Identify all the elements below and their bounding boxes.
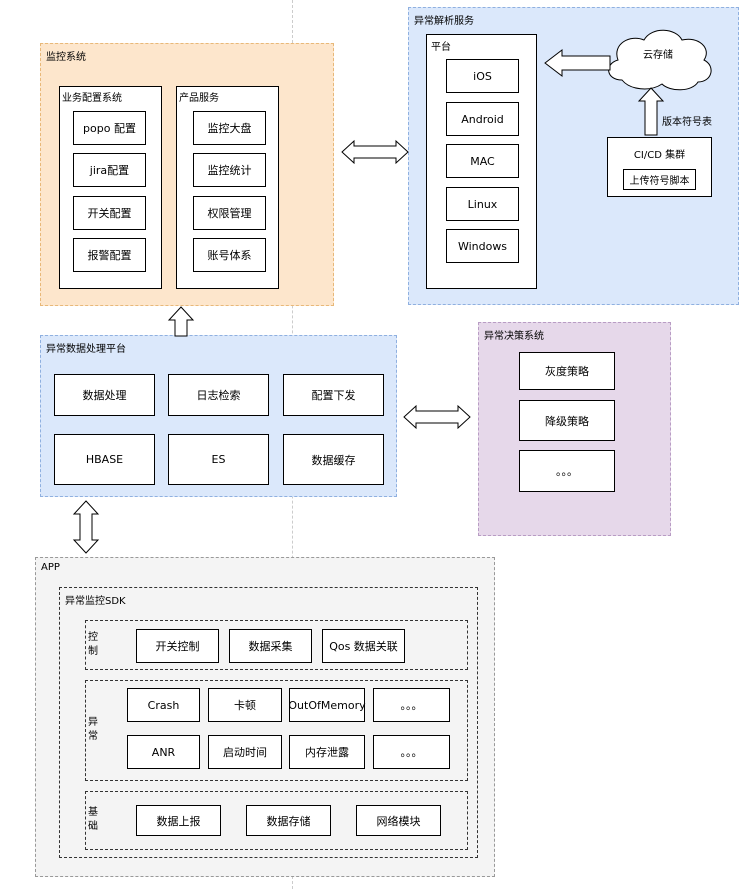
biz-config-title: 业务配置系统 xyxy=(62,93,122,104)
processing-platform-title: 异常数据处理平台 xyxy=(46,344,126,355)
platform-title: 平台 xyxy=(431,42,451,53)
processing-item[interactable]: 日志检索 xyxy=(168,374,269,416)
processing-item[interactable]: 配置下发 xyxy=(283,374,384,416)
cloud-storage-label: 云存储 xyxy=(643,50,673,61)
sdk-title: 异常监控SDK xyxy=(65,596,126,607)
base-item[interactable]: 网络模块 xyxy=(356,805,441,836)
decision-system-title: 异常决策系统 xyxy=(484,331,544,342)
double-arrow-monitor-parse xyxy=(341,139,409,165)
decision-item[interactable]: 。。。 xyxy=(519,450,615,492)
product-service-item[interactable]: 监控大盘 xyxy=(193,111,266,145)
processing-item[interactable]: ES xyxy=(168,434,269,485)
biz-config-item[interactable]: popo 配置 xyxy=(73,111,146,145)
base-group xyxy=(85,791,468,850)
base-label: 基础 xyxy=(88,807,98,832)
biz-config-item[interactable]: 开关配置 xyxy=(73,196,146,230)
sdk-region: 异常监控SDK xyxy=(59,587,478,858)
processing-item[interactable]: 数据处理 xyxy=(54,374,155,416)
version-symbol-label: 版本符号表 xyxy=(662,117,712,128)
control-item[interactable]: 数据采集 xyxy=(229,629,312,663)
parse-service-title: 异常解析服务 xyxy=(414,16,474,27)
exception-group xyxy=(85,680,468,781)
platform-item[interactable]: iOS xyxy=(446,59,519,93)
platform-item[interactable]: MAC xyxy=(446,144,519,178)
decision-item[interactable]: 灰度策略 xyxy=(519,352,615,390)
processing-item[interactable]: HBASE xyxy=(54,434,155,485)
exception-item[interactable]: 。。。 xyxy=(373,735,450,769)
control-label: 控制 xyxy=(88,632,98,657)
biz-config-item[interactable]: 报警配置 xyxy=(73,238,146,272)
exception-item[interactable]: 内存泄露 xyxy=(289,735,365,769)
double-arrow-processing-app xyxy=(72,500,100,554)
exception-item[interactable]: ANR xyxy=(127,735,200,769)
base-item[interactable]: 数据上报 xyxy=(136,805,221,836)
platform-item[interactable]: Android xyxy=(446,102,519,136)
control-group xyxy=(85,620,468,670)
exception-item[interactable]: 。。。 xyxy=(373,688,450,722)
decision-item[interactable]: 降级策略 xyxy=(519,400,615,441)
control-item[interactable]: Qos 数据关联 xyxy=(322,629,405,663)
double-arrow-processing-decision xyxy=(403,404,471,430)
monitor-system-title: 监控系统 xyxy=(46,52,86,63)
exception-item[interactable]: OutOfMemory xyxy=(288,688,366,722)
exception-item[interactable]: 启动时间 xyxy=(208,735,282,769)
product-service-item[interactable]: 监控统计 xyxy=(193,153,266,187)
cicd-title: CI/CD 集群 xyxy=(633,150,686,161)
platform-item[interactable]: Windows xyxy=(446,229,519,263)
control-item[interactable]: 开关控制 xyxy=(136,629,219,663)
platform-item[interactable]: Linux xyxy=(446,187,519,221)
exception-item[interactable]: Crash xyxy=(127,688,200,722)
arrow-processing-to-monitor xyxy=(167,306,195,337)
app-title: APP xyxy=(41,562,60,573)
exception-label: 异常 xyxy=(88,717,98,742)
upload-symbol-script[interactable]: 上传符号脚本 xyxy=(623,169,696,190)
product-service-item[interactable]: 账号体系 xyxy=(193,238,266,272)
product-service-title: 产品服务 xyxy=(179,93,219,104)
base-item[interactable]: 数据存储 xyxy=(246,805,331,836)
exception-item[interactable]: 卡顿 xyxy=(208,688,282,722)
biz-config-item[interactable]: jira配置 xyxy=(73,153,146,187)
processing-item[interactable]: 数据缓存 xyxy=(283,434,384,485)
product-service-item[interactable]: 权限管理 xyxy=(193,196,266,230)
